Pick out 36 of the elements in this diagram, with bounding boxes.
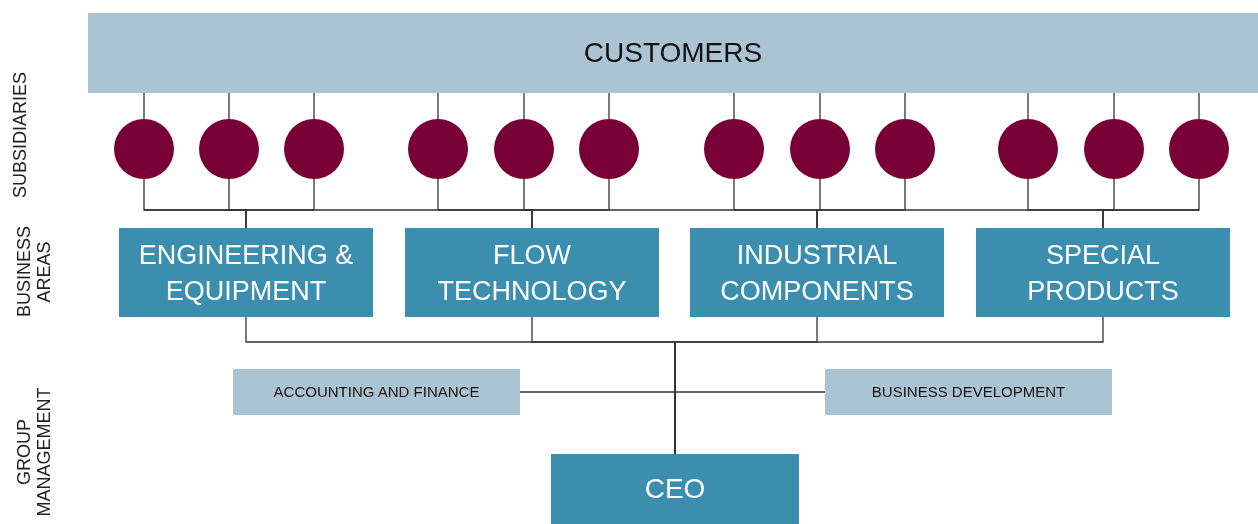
connector-line [143,92,145,120]
business-area-box [976,228,1230,317]
department-box [233,369,520,415]
node-label: ACCOUNTING AND FINANCE [273,381,480,402]
node-label: CUSTOMERS [583,36,763,70]
node-label: BUSINESS DEVELOPMENT [871,381,1066,402]
connector-line [1102,178,1200,229]
connector-line [1198,92,1200,120]
node-label: SPECIAL PRODUCTS [1026,238,1180,308]
business-area-box [119,228,373,317]
connector-line [523,92,525,120]
node-label: ENGINEERING & EQUIPMENT [137,238,355,308]
connector-line [313,92,315,120]
connector-line [437,92,439,120]
business-area-box [405,228,659,317]
connector-line [531,178,610,229]
connector-line [904,92,906,120]
connector-line [816,178,906,229]
connector-line [1027,92,1029,120]
connector-line [1113,92,1115,120]
connector-line [228,92,230,120]
section-label: SUBSIDIARIES [10,71,30,201]
node-label: INDUSTRIAL COMPONENTS [719,238,915,308]
connector-line [733,92,735,120]
customers-band [88,13,1258,93]
business-area-box [690,228,944,317]
connector-line [819,92,821,120]
connector-line [608,92,610,120]
node-label: CEO [644,472,706,506]
connector-line [674,391,826,455]
node-label: FLOW TECHNOLOGY [436,238,628,308]
section-label: BUSINESS AREAS [14,227,54,317]
ceo-box [551,454,799,524]
connector-line [245,178,315,229]
section-label: GROUP MANAGEMENT [14,386,54,519]
department-box [825,369,1112,415]
